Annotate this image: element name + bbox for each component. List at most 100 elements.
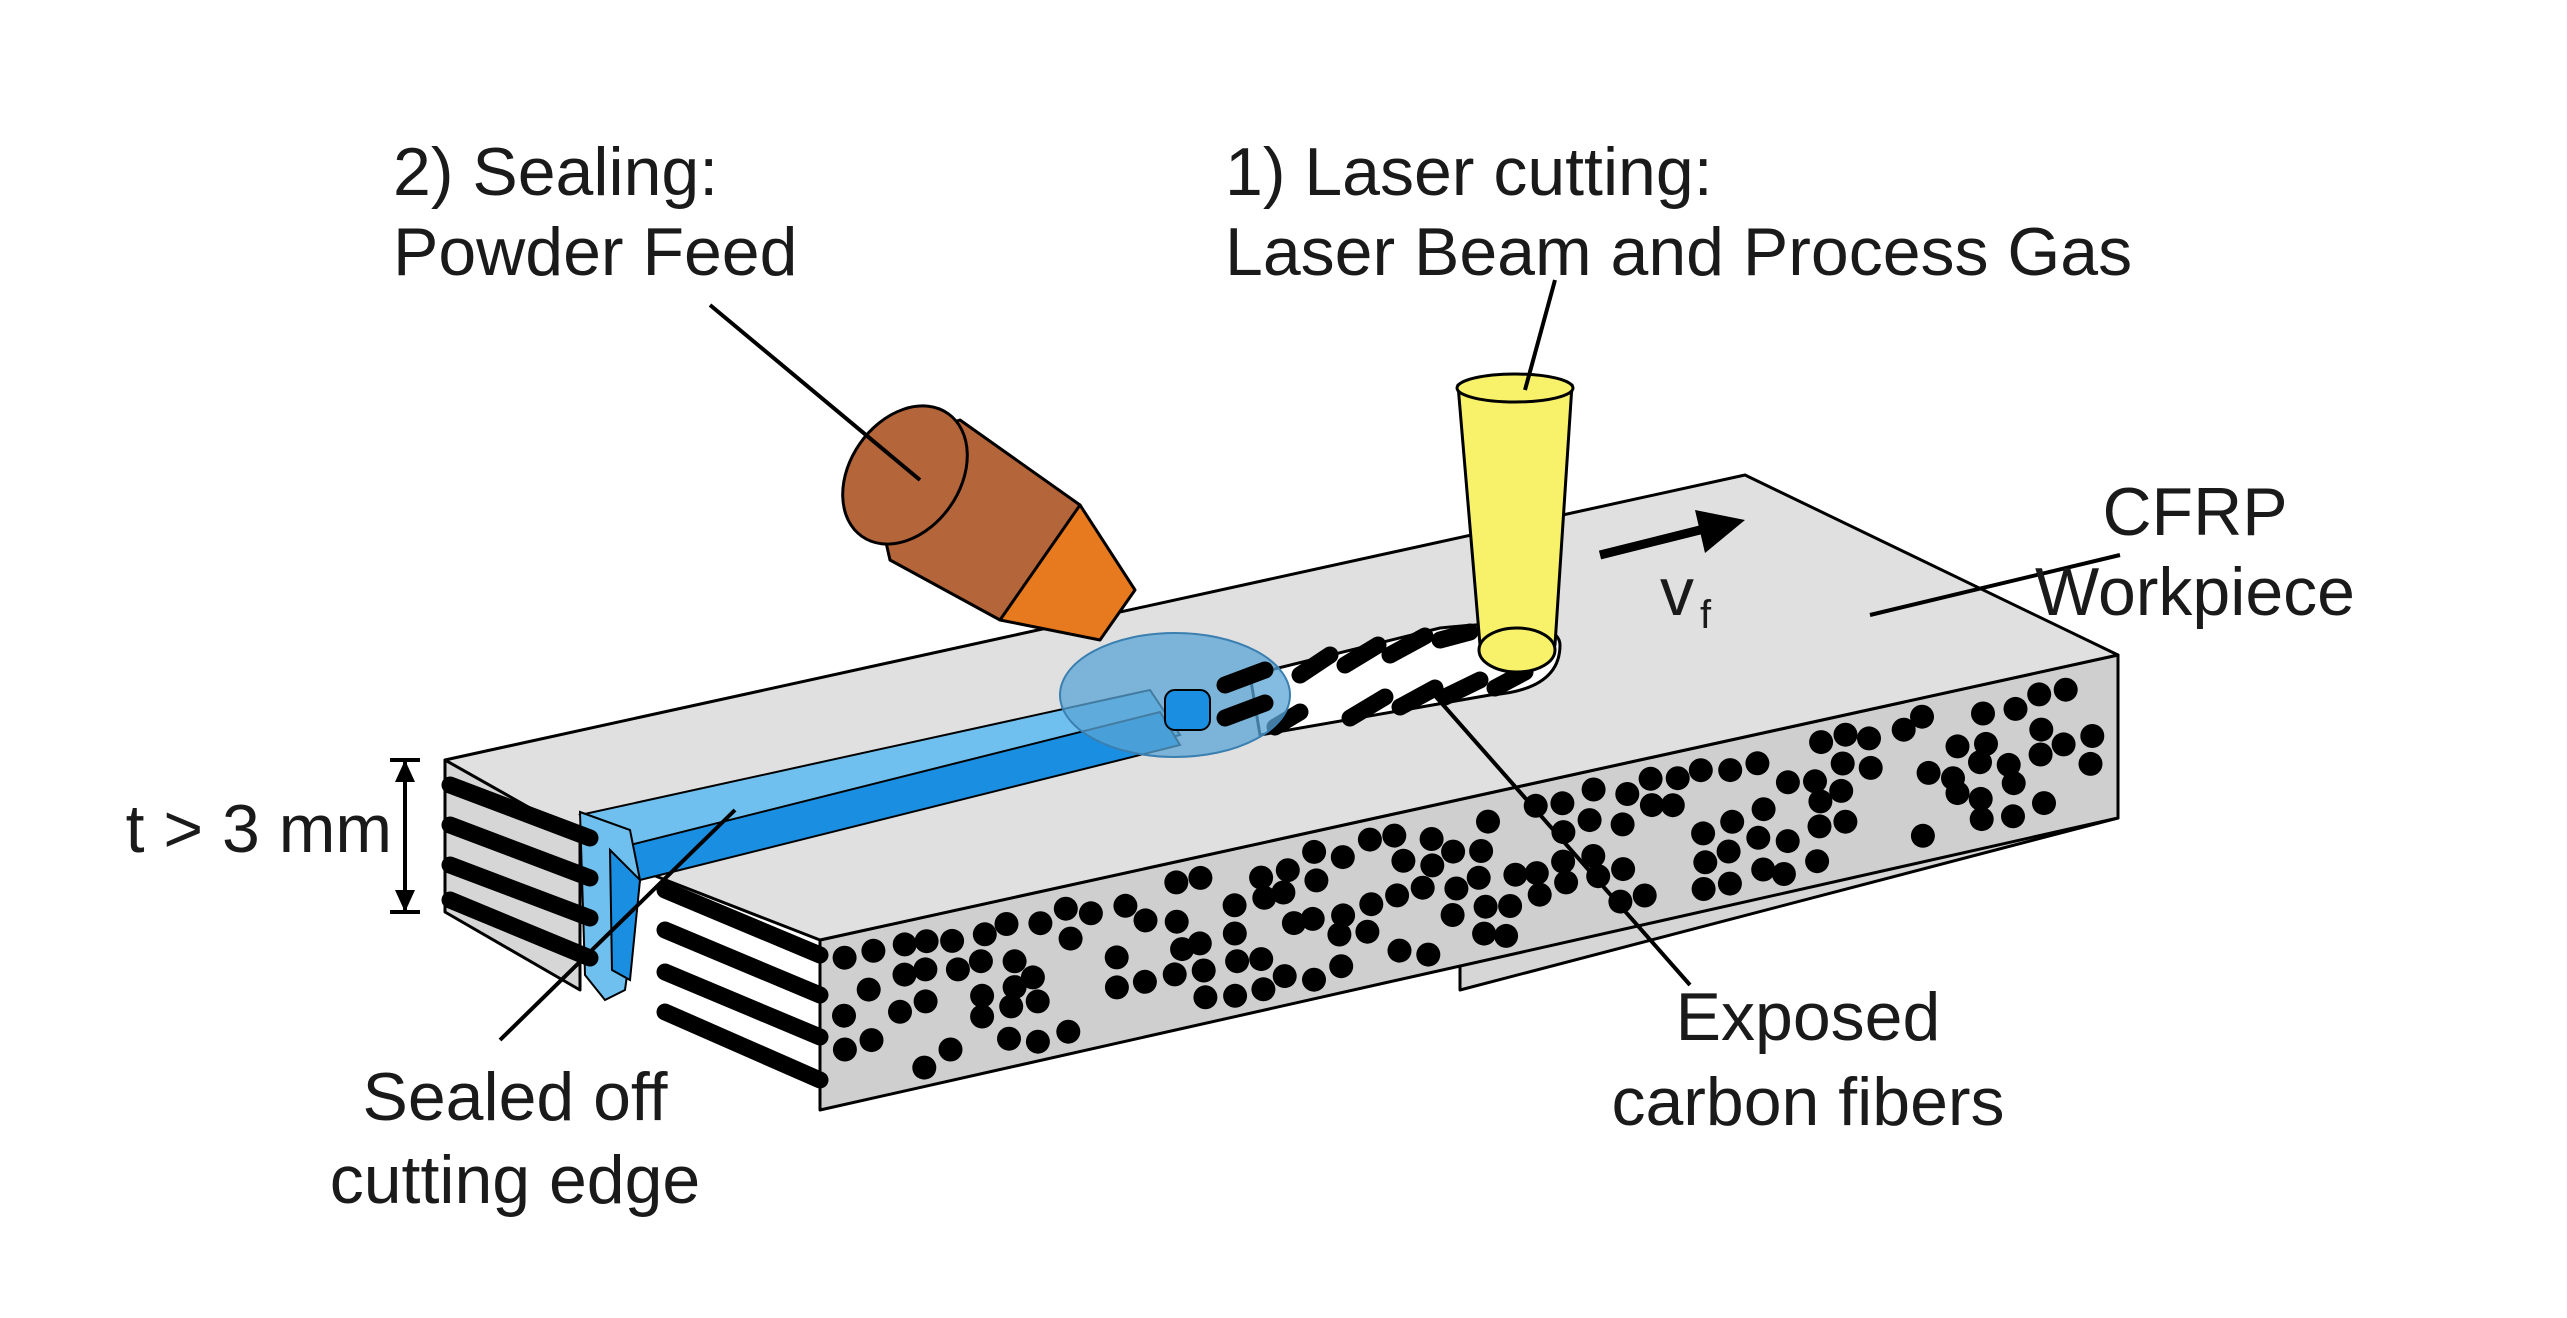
- fiber-dot: [1751, 857, 1776, 882]
- leader-exposed-fibers: [1428, 688, 1692, 987]
- fiber-dot: [1524, 861, 1549, 886]
- fiber-strand: [1336, 636, 1387, 674]
- fiber-dot: [1225, 949, 1250, 974]
- fiber-dot: [914, 929, 939, 954]
- fiber-dot: [1391, 848, 1416, 873]
- fiber-dot: [1329, 954, 1354, 979]
- fiber-dot: [1551, 820, 1576, 845]
- fiber-dot: [1466, 865, 1491, 890]
- fiber-dot: [970, 1004, 995, 1029]
- fiber-dot: [2003, 696, 2028, 721]
- fiber-dot: [1058, 926, 1083, 951]
- fiber-dot: [2027, 682, 2052, 707]
- fiber-dot: [1223, 983, 1248, 1008]
- fiber-dot: [1891, 717, 1916, 742]
- fiber-dot: [1382, 823, 1407, 848]
- fiber-dot: [1113, 893, 1138, 918]
- fiber-dot: [1945, 734, 1970, 759]
- fiber-dot: [1807, 814, 1832, 839]
- fiber-dot: [1498, 894, 1523, 918]
- fiber-layer: [441, 856, 599, 927]
- fiber-dot: [1272, 964, 1297, 989]
- fiber-dot: [1281, 911, 1306, 936]
- exposed-fibers-in-kerf: [1266, 623, 1534, 736]
- fiber-dot: [1717, 871, 1742, 896]
- fiber-dot: [1688, 758, 1713, 783]
- fiber-dot: [2032, 791, 2056, 816]
- fiber-dot: [1271, 880, 1296, 905]
- fiber-dot: [1910, 823, 1935, 848]
- fiber-dot: [1971, 701, 1995, 726]
- fiber-strand: [1341, 688, 1394, 727]
- fiber-dot: [1718, 758, 1743, 783]
- fiber-dot: [1028, 911, 1053, 936]
- fiber-dot: [1751, 797, 1776, 822]
- fiber-dot: [1639, 793, 1664, 818]
- fiber-dot: [1222, 921, 1247, 946]
- fiber-dot: [1302, 967, 1326, 992]
- fiber-dot: [1610, 812, 1635, 837]
- fiber-dot: [1638, 766, 1663, 791]
- fiber-layer: [441, 776, 599, 847]
- fiber-dot: [913, 989, 938, 1014]
- fiber-dot: [861, 938, 886, 963]
- leader-lines: [498, 279, 2121, 1042]
- fiber-dot: [1419, 827, 1444, 851]
- sealing-subtitle: Powder Feed: [393, 214, 797, 290]
- fiber-dot: [1162, 962, 1187, 987]
- fiber-dot: [1746, 825, 1771, 850]
- fiber-dot: [1775, 829, 1800, 854]
- fiber-strand: [1381, 627, 1434, 664]
- fiber-dot: [912, 1055, 937, 1080]
- fiber-dot: [1104, 945, 1129, 970]
- workpiece-label-line1: CFRP: [2102, 474, 2287, 550]
- fiber-dot: [1830, 751, 1855, 776]
- fiber-dot: [1551, 849, 1576, 874]
- fiber-dot: [1104, 975, 1129, 1000]
- fiber-dot: [1554, 870, 1579, 895]
- fiber-dot: [1829, 778, 1854, 803]
- fiber-layer: [656, 963, 829, 1046]
- fiber-dot: [1132, 969, 1157, 994]
- fiber-dot: [1608, 889, 1633, 914]
- laser-beam-top: [1455, 372, 1575, 404]
- fiber-dot: [1387, 938, 1412, 963]
- fiber-dot: [1304, 868, 1329, 893]
- fiber-dot: [1416, 942, 1441, 967]
- workpiece-label-line2: Workpiece: [2035, 554, 2355, 630]
- fiber-dot: [1581, 777, 1606, 802]
- fiber-strand: [1266, 703, 1309, 736]
- fiber-dot: [1550, 791, 1575, 816]
- fiber-dot: [1188, 865, 1213, 890]
- feed-velocity-symbol: v: [1660, 554, 1694, 630]
- fiber-dot: [2080, 724, 2105, 748]
- fiber-dot: [1833, 809, 1858, 834]
- fiber-dot: [832, 945, 857, 970]
- fiber-dot: [1716, 839, 1741, 864]
- fiber-dot: [2001, 804, 2025, 829]
- fiber-dot: [1494, 923, 1519, 948]
- fiber-dot: [1441, 839, 1466, 864]
- laser-spot: [1477, 626, 1557, 674]
- fiber-dot: [1302, 839, 1327, 864]
- sealed-edge-line2: cutting edge: [330, 1142, 701, 1218]
- fiber-dot: [1720, 809, 1745, 834]
- fiber-dot: [997, 1026, 1021, 1051]
- fiber-dot: [1615, 782, 1640, 806]
- fiber-dot: [1693, 850, 1718, 875]
- fiber-dot: [832, 1003, 856, 1028]
- fiber-dot: [892, 932, 917, 957]
- fiber-dot: [1469, 839, 1494, 863]
- dimension-arrow-icon: [390, 758, 420, 914]
- fiber-dot: [1331, 903, 1356, 928]
- fiber-dot: [892, 962, 917, 987]
- fiber-dot: [972, 922, 997, 947]
- fiber-dot: [1359, 892, 1384, 917]
- fiber-dot: [1002, 949, 1027, 974]
- fiber-dot: [1745, 751, 1770, 776]
- powder-deposit: [1164, 661, 1274, 731]
- fiber-layer: [656, 1003, 829, 1089]
- fiber-dot: [1809, 730, 1834, 755]
- fiber-dot: [888, 999, 912, 1024]
